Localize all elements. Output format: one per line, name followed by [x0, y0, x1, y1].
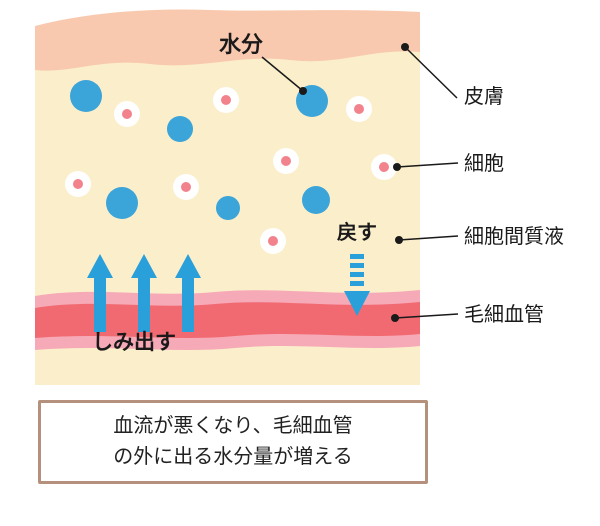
leader-lines [261, 46, 459, 319]
cell-nucleus [73, 179, 83, 189]
water-droplet [216, 196, 240, 220]
caption-line-2: の外に出る水分量が増える [113, 446, 353, 468]
capillary-band-inner [35, 302, 420, 338]
flow-arrows [87, 254, 370, 332]
water-droplet [167, 116, 193, 142]
leader-dot-interstitial [395, 236, 403, 244]
label-interstitial-fluid: 細胞間質液 [464, 226, 564, 248]
seep-up-arrow [175, 254, 201, 332]
leader-dot-capillary [391, 314, 399, 322]
water-droplet [70, 80, 102, 112]
label-water: 水分 [219, 32, 264, 57]
return-arrow-dash [350, 263, 364, 268]
cell-nucleus [354, 104, 364, 114]
water-droplet [106, 187, 138, 219]
return-arrow-head [344, 291, 370, 316]
return-arrow-dash [350, 254, 364, 259]
leader-line-cell [396, 162, 459, 168]
label-skin: 皮膚 [464, 86, 504, 108]
skin-band [35, 9, 420, 71]
leader-dot-cell [393, 163, 401, 171]
label-capillary: 毛細血管 [464, 304, 544, 326]
label-seep-out: しみ出す [92, 331, 176, 354]
seep-up-arrow [131, 254, 157, 332]
cell-nucleus [379, 162, 389, 172]
cell-nucleus [281, 156, 291, 166]
water-droplet [302, 186, 330, 214]
label-cell: 細胞 [464, 153, 504, 175]
leader-line-water [261, 56, 304, 92]
leader-dot-skin [401, 43, 409, 51]
water-droplets [70, 80, 330, 220]
caption-box: 血流が悪くなり、毛細血管 の外に出る水分量が増える [38, 400, 428, 484]
cell-nuclei [73, 95, 389, 246]
leader-dots [299, 43, 409, 322]
cell-nucleus [221, 95, 231, 105]
leader-line-interstitial [398, 235, 459, 241]
cell-nucleus [122, 109, 132, 119]
return-arrow-dash [350, 272, 364, 277]
return-arrow-dash [350, 281, 364, 286]
cell-nucleus [181, 182, 191, 192]
seep-up-arrow [87, 254, 113, 332]
cell-nucleus [268, 236, 278, 246]
label-return: 戻す [337, 222, 377, 244]
caption-line-1: 血流が悪くなり、毛細血管 [113, 415, 353, 437]
leader-line-capillary [394, 313, 459, 319]
leader-line-skin [404, 46, 458, 99]
leader-dot-water [299, 87, 307, 95]
